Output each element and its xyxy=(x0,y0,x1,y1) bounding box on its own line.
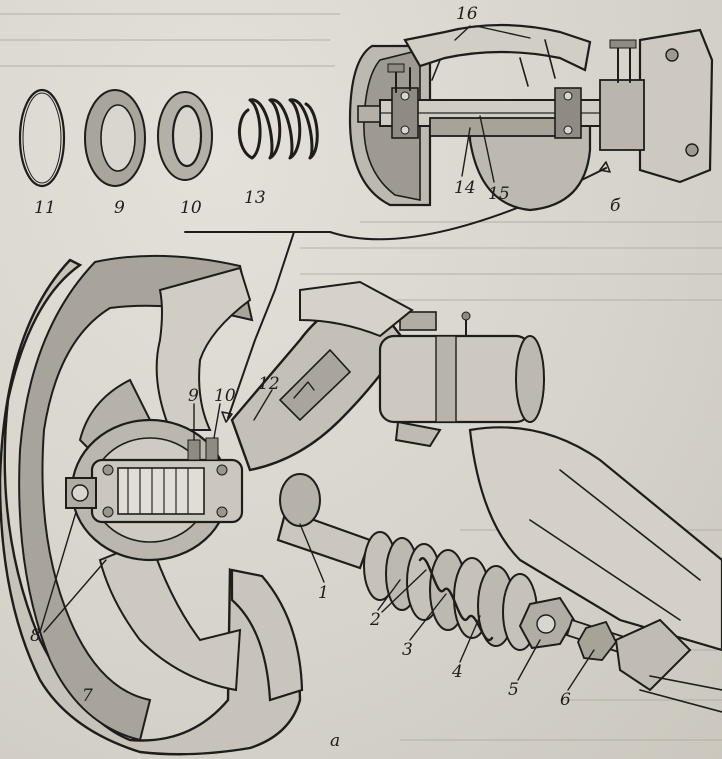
label-part-7: 7 xyxy=(82,686,93,706)
label-part-16: 16 xyxy=(456,4,478,24)
label-part-6: 6 xyxy=(560,690,571,710)
label-part-11: 11 xyxy=(34,198,56,218)
tension-rod-assembly xyxy=(276,473,722,713)
label-part-12: 12 xyxy=(258,374,280,394)
label-part-14: 14 xyxy=(454,178,476,198)
hub-bearing-assembly xyxy=(39,403,244,633)
label-part-1: 1 xyxy=(318,583,329,603)
label-part-9-main: 9 xyxy=(188,386,199,406)
label-part-13: 13 xyxy=(244,188,266,208)
label-part-5: 5 xyxy=(508,680,519,700)
label-part-15: 15 xyxy=(488,184,510,204)
label-part-10-detail: 10 xyxy=(180,198,202,218)
ring-11 xyxy=(18,88,66,188)
label-part-2: 2 xyxy=(370,610,381,630)
label-subfigure-b: б xyxy=(610,196,621,216)
label-part-10-main: 10 xyxy=(214,386,236,406)
label-part-3: 3 xyxy=(402,640,413,660)
wheel-section-b xyxy=(348,23,714,212)
washer-9 xyxy=(84,89,146,187)
label-subfigure-a: а xyxy=(330,731,341,751)
bearing-left xyxy=(391,87,419,139)
label-part-8: 8 xyxy=(30,626,41,646)
washer-10 xyxy=(157,91,213,181)
spring-13 xyxy=(237,98,319,160)
bearing-right xyxy=(554,87,582,139)
label-part-4: 4 xyxy=(452,662,463,682)
pivot-sleeve xyxy=(299,280,545,448)
label-part-9-detail: 9 xyxy=(114,198,125,218)
